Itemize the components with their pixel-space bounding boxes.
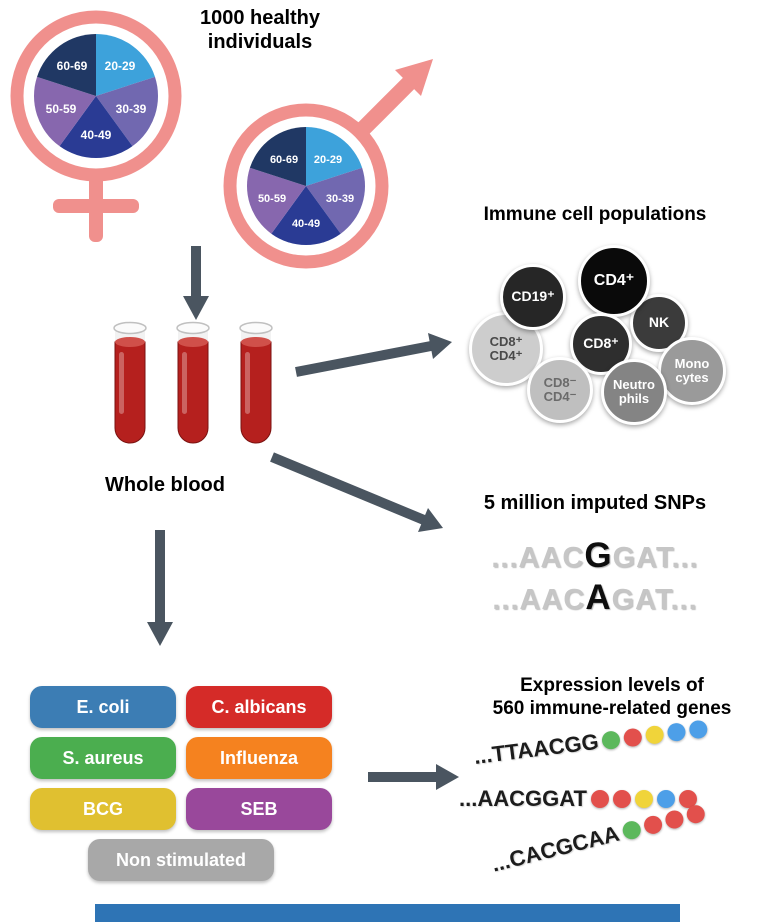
gene-seq-text: ...AACGGAT (459, 786, 587, 811)
snp-sequence-2: ...AACAGAT... (430, 578, 760, 618)
female-age-pie: 20-29 30-39 40-49 50-59 60-69 (33, 34, 159, 159)
expression-dot (684, 803, 707, 826)
cell-circle-neutrophils: Neutro phils (601, 359, 667, 425)
age-label: 40-49 (292, 218, 320, 230)
pie-slice (249, 127, 306, 186)
expression-dot (666, 722, 687, 743)
snps-title: 5 million imputed SNPs (483, 492, 707, 514)
snp-seq-suffix: GAT... (612, 542, 699, 574)
pie-slice (37, 34, 96, 96)
gene-seq-text: ...CACGCAA (488, 820, 622, 877)
stim-pill-ecoli: E. coli (30, 686, 176, 728)
cell-circle-monocytes: Mono cytes (658, 337, 726, 405)
expression-dot (623, 727, 644, 748)
expression-dot (645, 724, 666, 745)
snp-seq-suffix: GAT... (611, 584, 698, 616)
age-label: 50-59 (258, 193, 286, 205)
expression-dot (688, 719, 709, 740)
snp-seq-prefix: ...AAC (492, 584, 586, 616)
age-label: 60-69 (57, 59, 88, 73)
stim-pill-calbicans: C. albicans (186, 686, 332, 728)
arrow-blood-to-snps-icon (270, 452, 443, 532)
tube-icon (239, 321, 273, 444)
snp-allele: G (584, 536, 613, 575)
expression-dot (601, 730, 622, 751)
age-label: 40-49 (81, 128, 112, 142)
age-label: 60-69 (270, 154, 298, 166)
age-label: 20-29 (105, 59, 136, 73)
pie-slice (96, 34, 155, 96)
demographics-graphic: 20-29 30-39 40-49 50-59 60-69 20-29 30-3… (10, 10, 433, 269)
stim-pill-saureus: S. aureus (30, 737, 176, 779)
snp-sequence-1: ...AACGGAT... (430, 536, 760, 576)
cell-circle-cd8neg-cd4neg: CD8⁻ CD4⁻ (527, 357, 593, 423)
pie-slice (306, 167, 366, 234)
cell-circle-cd19: CD19⁺ (500, 264, 566, 330)
pie-slice (306, 127, 363, 186)
age-label: 30-39 (116, 102, 147, 116)
whole-blood-label: Whole blood (105, 474, 225, 496)
expression-dot (612, 790, 631, 808)
expression-dot (663, 808, 686, 831)
pie-slice (271, 186, 341, 246)
expression-dot (656, 790, 675, 808)
stim-pill-bcg: BCG (30, 788, 176, 830)
arrow-blood-to-cells-icon (295, 333, 452, 377)
snp-allele: A (585, 578, 612, 617)
pie-slice (246, 167, 306, 234)
blood-tubes-icon (113, 321, 273, 444)
expression-dot (641, 813, 664, 836)
tube-icon (113, 321, 147, 444)
age-label: 30-39 (326, 193, 354, 205)
snp-seq-prefix: ...AAC (491, 542, 585, 574)
expression-dot (678, 790, 697, 808)
immune-cells-title: Immune cell populations (483, 204, 707, 225)
age-label: 20-29 (314, 154, 342, 166)
tube-icon (176, 321, 210, 444)
pie-slice (96, 76, 159, 147)
expression-dot (590, 790, 609, 808)
gene-sequence-row: ...AACGGAT (459, 786, 697, 812)
male-age-pie: 20-29 30-39 40-49 50-59 60-69 (246, 127, 366, 246)
bottom-bar (95, 904, 680, 922)
immune-cells-cluster: CD8⁺ CD4⁺ CD19⁺ NK CD4⁺ Mono cytes CD8⁺ … (455, 240, 755, 440)
expression-dot (620, 819, 643, 842)
gene-sequence-row: ...TTAACGG (472, 715, 709, 770)
stim-pill-seb: SEB (186, 788, 332, 830)
arrow-stimulations-to-genes-icon (368, 764, 459, 790)
cell-circle-cd4: CD4⁺ (578, 245, 650, 317)
expression-title: Expression levels of 560 immune-related … (492, 675, 732, 719)
stim-pill-influenza: Influenza (186, 737, 332, 779)
arrow-blood-to-stimulations-icon (147, 530, 173, 646)
age-label: 50-59 (46, 102, 77, 116)
gene-seq-text: ...TTAACGG (472, 728, 600, 769)
cohort-title: 1000 healthy individuals (199, 7, 321, 53)
pie-slice (33, 76, 96, 147)
stim-pill-nonstimulated: Non stimulated (88, 839, 274, 881)
expression-dot (634, 790, 653, 808)
pie-slice (59, 96, 133, 159)
